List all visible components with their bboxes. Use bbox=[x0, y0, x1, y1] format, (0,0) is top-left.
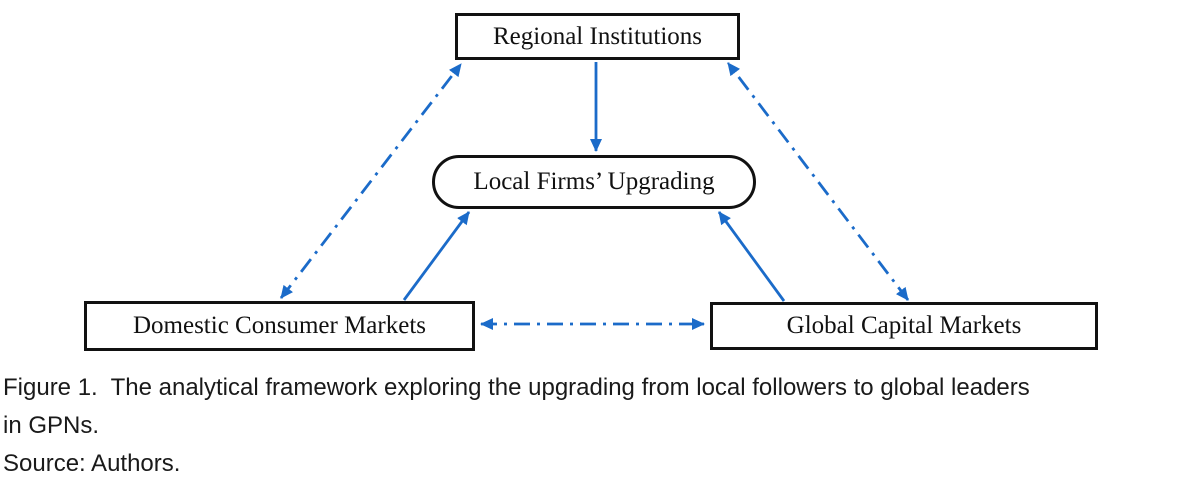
diagram-edges-layer bbox=[279, 62, 910, 330]
edge-domestic-regional-dashdot-arrow bbox=[279, 63, 463, 299]
node-domestic-consumer-markets: Domestic Consumer Markets bbox=[84, 301, 475, 351]
node-regional-institutions: Regional Institutions bbox=[455, 13, 740, 60]
node-local-firms-upgrading: Local Firms’ Upgrading bbox=[432, 155, 756, 209]
edge-global-to-local-arrow bbox=[717, 211, 786, 302]
caption-line-1: Figure 1. The analytical framework explo… bbox=[3, 374, 1030, 401]
caption-source: Source: Authors. bbox=[3, 450, 181, 477]
node-global-capital-markets: Global Capital Markets bbox=[710, 302, 1098, 350]
caption-line-2: in GPNs. bbox=[3, 412, 100, 439]
edge-domestic-to-local-arrow bbox=[402, 211, 471, 301]
figure-caption: Figure 1. The analytical framework explo… bbox=[3, 369, 1183, 483]
